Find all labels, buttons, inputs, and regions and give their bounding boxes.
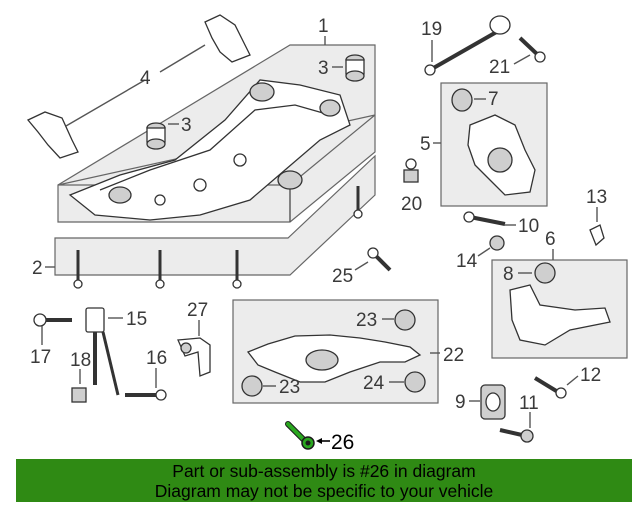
bracket-27	[177, 337, 211, 377]
info-banner: Part or sub-assembly is #26 in diagram D…	[16, 459, 632, 502]
bushing-23-upper	[394, 309, 416, 331]
bushing-23-lower	[241, 375, 263, 397]
arrow-26	[316, 438, 322, 444]
subframe-crossmember	[99, 104, 331, 191]
callout-15: 15	[126, 309, 147, 330]
subframe-hole	[154, 194, 166, 206]
bushing-3-lower-group	[146, 122, 166, 150]
toe-link-end	[489, 15, 511, 35]
callout-27: 27	[187, 300, 208, 321]
lower-arm-spring-seat	[305, 349, 339, 371]
clip-13	[589, 224, 605, 247]
callout-12: 12	[580, 365, 601, 386]
callout-23-upper: 23	[356, 310, 377, 331]
callout-1: 1	[318, 16, 329, 37]
banner-line-1: Part or sub-assembly is #26 in diagram	[172, 461, 476, 481]
callout-3-lower: 3	[181, 115, 192, 136]
bolt-2d	[353, 186, 363, 219]
callout-9: 9	[455, 392, 466, 413]
upper-arm-part	[509, 284, 611, 346]
nut-14	[489, 235, 505, 251]
bolt-12	[533, 376, 567, 399]
bushing-3-upper-group	[345, 54, 365, 82]
knuckle-hub	[487, 147, 513, 173]
callout-22: 22	[443, 345, 464, 366]
leader-12	[566, 375, 579, 386]
leader-4-lower	[65, 79, 146, 127]
bolt-25	[367, 247, 392, 272]
callout-16: 16	[146, 348, 167, 369]
callout-2: 2	[32, 258, 43, 279]
bolt-2c	[232, 250, 242, 289]
callout-6: 6	[545, 229, 556, 250]
callout-14: 14	[456, 251, 478, 272]
callout-26: 26	[331, 431, 354, 454]
callout-3-upper: 3	[318, 58, 329, 79]
leader-4-upper	[159, 44, 206, 73]
callout-11: 11	[519, 393, 539, 414]
upper-arm-6-group	[491, 259, 628, 359]
callout-10: 10	[518, 216, 539, 237]
subframe-mount-front-right	[277, 170, 303, 190]
nut-18	[71, 387, 87, 403]
bracket-4-group	[26, 14, 251, 159]
subframe-mount-front-left	[108, 186, 132, 204]
knuckle-5-group	[440, 82, 548, 207]
callout-24: 24	[363, 373, 385, 394]
bolts-2-background	[54, 154, 376, 276]
bolt-2b	[155, 250, 165, 289]
bushing-7	[451, 88, 473, 112]
callout-5: 5	[420, 134, 431, 155]
callout-18: 18	[70, 350, 91, 371]
bolt-26-highlighted[interactable]	[285, 421, 315, 450]
leader-25	[354, 261, 369, 271]
toe-link-rod	[429, 28, 501, 72]
bracket-lower	[26, 111, 79, 159]
bolt-16	[125, 389, 167, 401]
bracket-upper	[204, 14, 251, 63]
callout-8: 8	[503, 264, 514, 285]
leader-21	[513, 54, 531, 65]
bolts-2-group	[54, 154, 376, 289]
bolt-10	[463, 211, 506, 226]
callout-4: 4	[140, 68, 151, 89]
callout-19: 19	[421, 19, 442, 40]
callout-13: 13	[586, 187, 607, 208]
subframe-hole	[233, 153, 247, 167]
toe-link-19-group	[424, 15, 511, 76]
subframe-hole	[193, 178, 207, 192]
bushing-9	[480, 384, 506, 420]
bushing-24	[404, 371, 426, 393]
subframe-mount-rear-right	[319, 99, 341, 117]
callout-21: 21	[489, 57, 510, 78]
callout-23-lower: 23	[279, 377, 300, 398]
banner-line-2: Diagram may not be specific to your vehi…	[154, 481, 494, 501]
bushing-3b-bottom	[146, 138, 166, 150]
subframe-group	[57, 44, 376, 223]
toe-link-ball	[424, 64, 436, 76]
bushing-8	[534, 262, 556, 284]
bolt-21	[518, 36, 546, 63]
subframe-mount-rear-left	[249, 82, 275, 102]
callout-25: 25	[332, 266, 353, 287]
bolt-2a	[73, 250, 83, 289]
link-15	[85, 307, 120, 396]
bushing-3-bottom	[345, 70, 365, 82]
bolt-11	[499, 428, 534, 443]
lower-arm-22-group	[232, 299, 439, 404]
callout-7: 7	[488, 89, 499, 110]
callout-17: 17	[30, 347, 51, 368]
callout-20: 20	[401, 194, 422, 215]
bolt-17	[33, 313, 72, 327]
nut-20	[403, 158, 419, 183]
leader-14	[477, 247, 491, 257]
